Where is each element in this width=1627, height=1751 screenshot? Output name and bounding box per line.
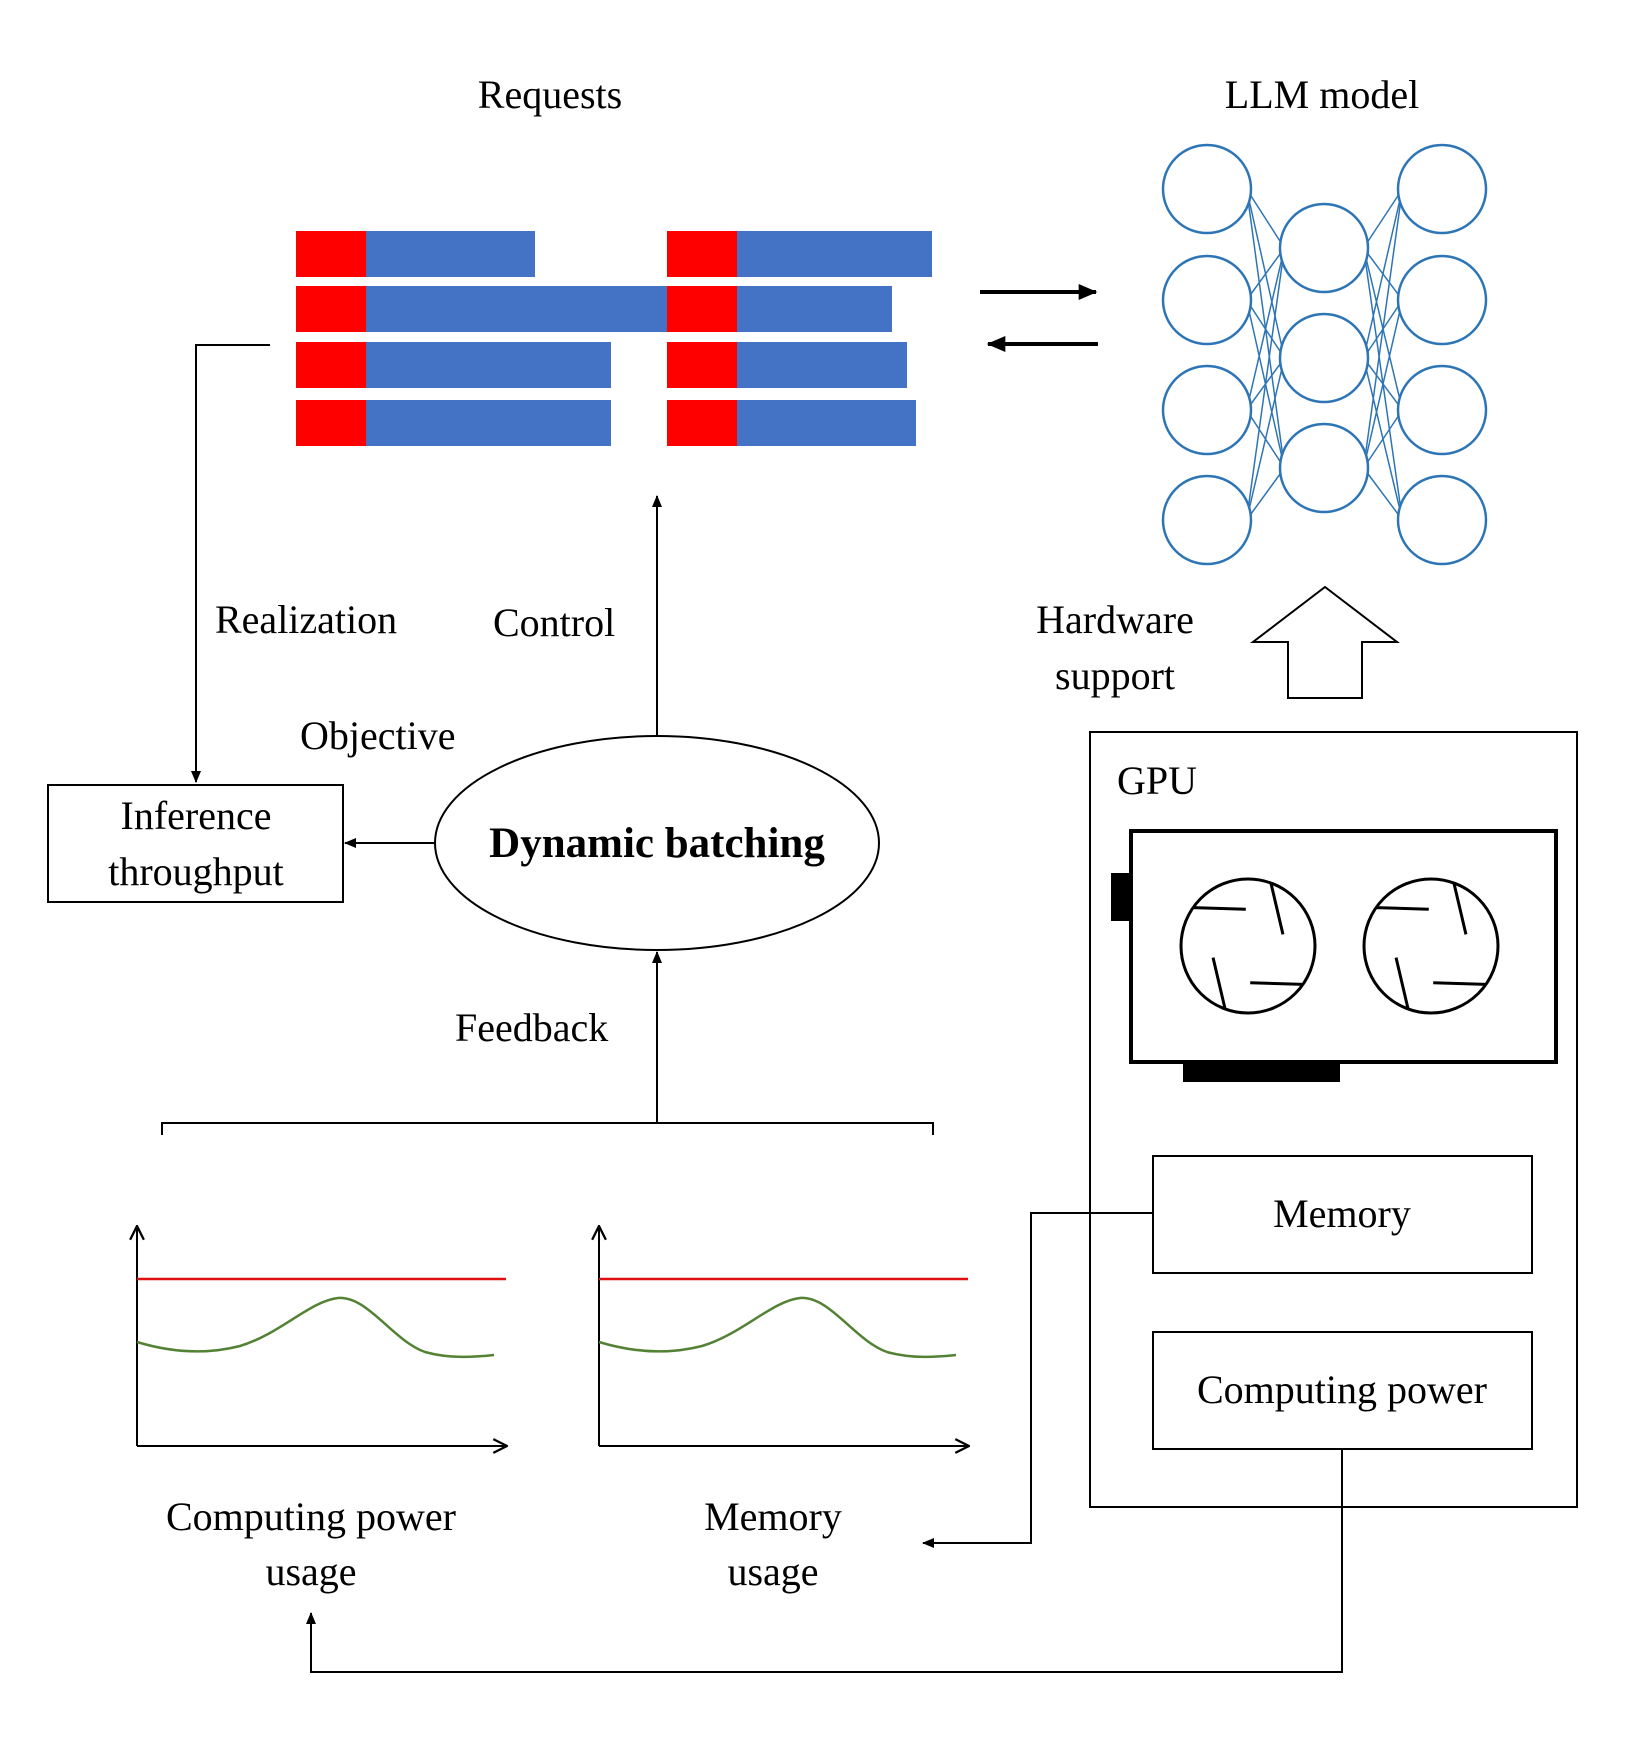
usage-curve (136, 1296, 495, 1359)
hardware-support-label-line1: Hardware (1036, 597, 1194, 642)
inference-throughput-box (47, 784, 344, 903)
gpu-card-connector (1183, 1060, 1340, 1082)
inference-throughput-label-line1: Inference (121, 793, 272, 838)
computing-power-usage-chart (137, 1226, 507, 1446)
network-connection (1245, 247, 1286, 411)
token-bar (366, 342, 611, 388)
network-neuron (1161, 143, 1253, 235)
llm-model-title: LLM model (1225, 72, 1419, 117)
network-connection (1245, 188, 1286, 249)
memory-usage-label-line1: Memory (704, 1494, 842, 1539)
token-bar (366, 231, 535, 277)
network-connections (1245, 188, 1404, 521)
fan-blade (1250, 981, 1303, 986)
memory-usage-chart (599, 1226, 969, 1446)
memory-usage-label-line2: usage (727, 1549, 818, 1594)
network-connection (1245, 247, 1286, 301)
memory-to-usage-arrow (922, 1212, 1153, 1548)
network-connection (1362, 188, 1404, 249)
token-bar (737, 342, 907, 388)
network-connection (1245, 247, 1286, 521)
network-neuron (1161, 254, 1253, 346)
network-connection (1362, 188, 1404, 469)
fan-blade (1211, 957, 1227, 1010)
control-label: Control (493, 600, 615, 645)
network-connection (1362, 409, 1404, 469)
network-neuron (1278, 312, 1370, 404)
computing-to-usage-arrow (306, 1449, 1343, 1673)
memory-box-label: Memory (1273, 1191, 1411, 1236)
dynamic-batching-label: Dynamic batching (489, 820, 825, 867)
computing-power-box (1152, 1331, 1533, 1450)
network-connection (1362, 467, 1404, 521)
network-connection (1245, 467, 1286, 521)
objective-label: Objective (300, 713, 456, 758)
gpu-card-bracket (1111, 873, 1133, 921)
requests-title: Requests (478, 72, 622, 117)
dynamic-batching-node (434, 735, 880, 951)
feedback-bracket (161, 1122, 934, 1135)
network-neuron (1396, 143, 1488, 235)
inference-throughput-label-line2: throughput (108, 849, 284, 894)
gpu-label: GPU (1117, 758, 1197, 803)
prompt-block (296, 342, 366, 388)
token-bar (737, 400, 916, 446)
network-neuron (1396, 474, 1488, 566)
network-connection (1245, 357, 1286, 521)
prompt-block (667, 231, 737, 277)
token-bar (366, 286, 667, 332)
fan-blade (1376, 906, 1429, 911)
usage-curve (598, 1296, 957, 1359)
realization-label: Realization (215, 597, 397, 642)
request-batches (296, 231, 932, 446)
gpu-fans (1179, 877, 1500, 1015)
fan-blade (1433, 981, 1486, 986)
memory-box (1152, 1155, 1533, 1274)
fan-blade (1269, 882, 1285, 935)
prompt-block (296, 286, 366, 332)
prompt-block (667, 286, 737, 332)
realization-arrow (191, 344, 270, 783)
neural-network (1161, 143, 1488, 566)
network-neuron (1278, 422, 1370, 514)
gpu-box (1089, 731, 1578, 1508)
computing-power-usage-label-line2: usage (265, 1549, 356, 1594)
fan-blade (1452, 882, 1468, 935)
computing-power-usage-label-line1: Computing power (166, 1494, 456, 1539)
network-neuron (1396, 254, 1488, 346)
fan-blade (1394, 957, 1410, 1010)
network-neuron (1161, 364, 1253, 456)
fan-icon (1179, 877, 1317, 1015)
hardware-support-label-line2: support (1055, 653, 1175, 698)
token-bar (366, 400, 611, 446)
fan-blade (1193, 906, 1246, 911)
network-connection (1362, 299, 1404, 469)
prompt-block (296, 231, 366, 277)
gpu-card-icon (1111, 829, 1558, 1082)
network-neuron (1278, 202, 1370, 294)
prompt-block (296, 400, 366, 446)
network-neuron (1396, 364, 1488, 456)
computing-power-box-label: Computing power (1197, 1367, 1487, 1412)
network-neuron (1161, 474, 1253, 566)
network-connection (1362, 188, 1404, 359)
feedback-label: Feedback (455, 1005, 608, 1050)
hardware-support-arrow-icon (1250, 585, 1400, 699)
token-bar (737, 231, 932, 277)
prompt-block (667, 400, 737, 446)
token-bar (737, 286, 892, 332)
fan-icon (1362, 877, 1500, 1015)
prompt-block (667, 342, 737, 388)
